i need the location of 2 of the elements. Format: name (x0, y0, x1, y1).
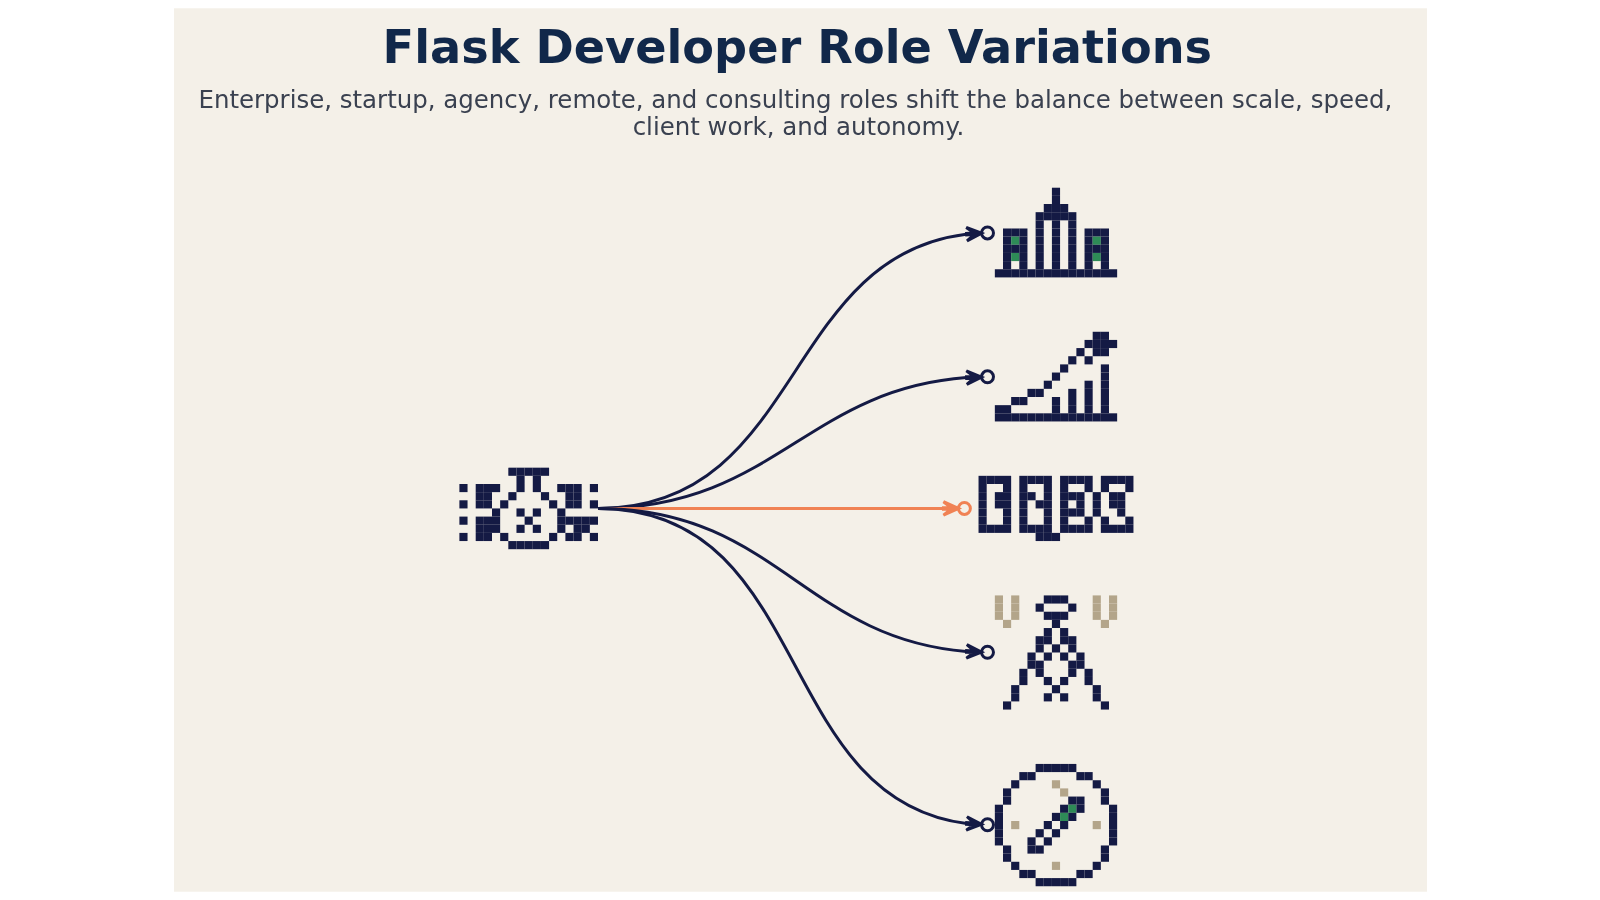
diagram-title: Flask Developer Role Variations (382, 19, 1212, 74)
caption: Enterprise, startup, agency, remote, and consulting roles shift the balance between scale, speed, client work, and autonomy. (197, 85, 1392, 142)
